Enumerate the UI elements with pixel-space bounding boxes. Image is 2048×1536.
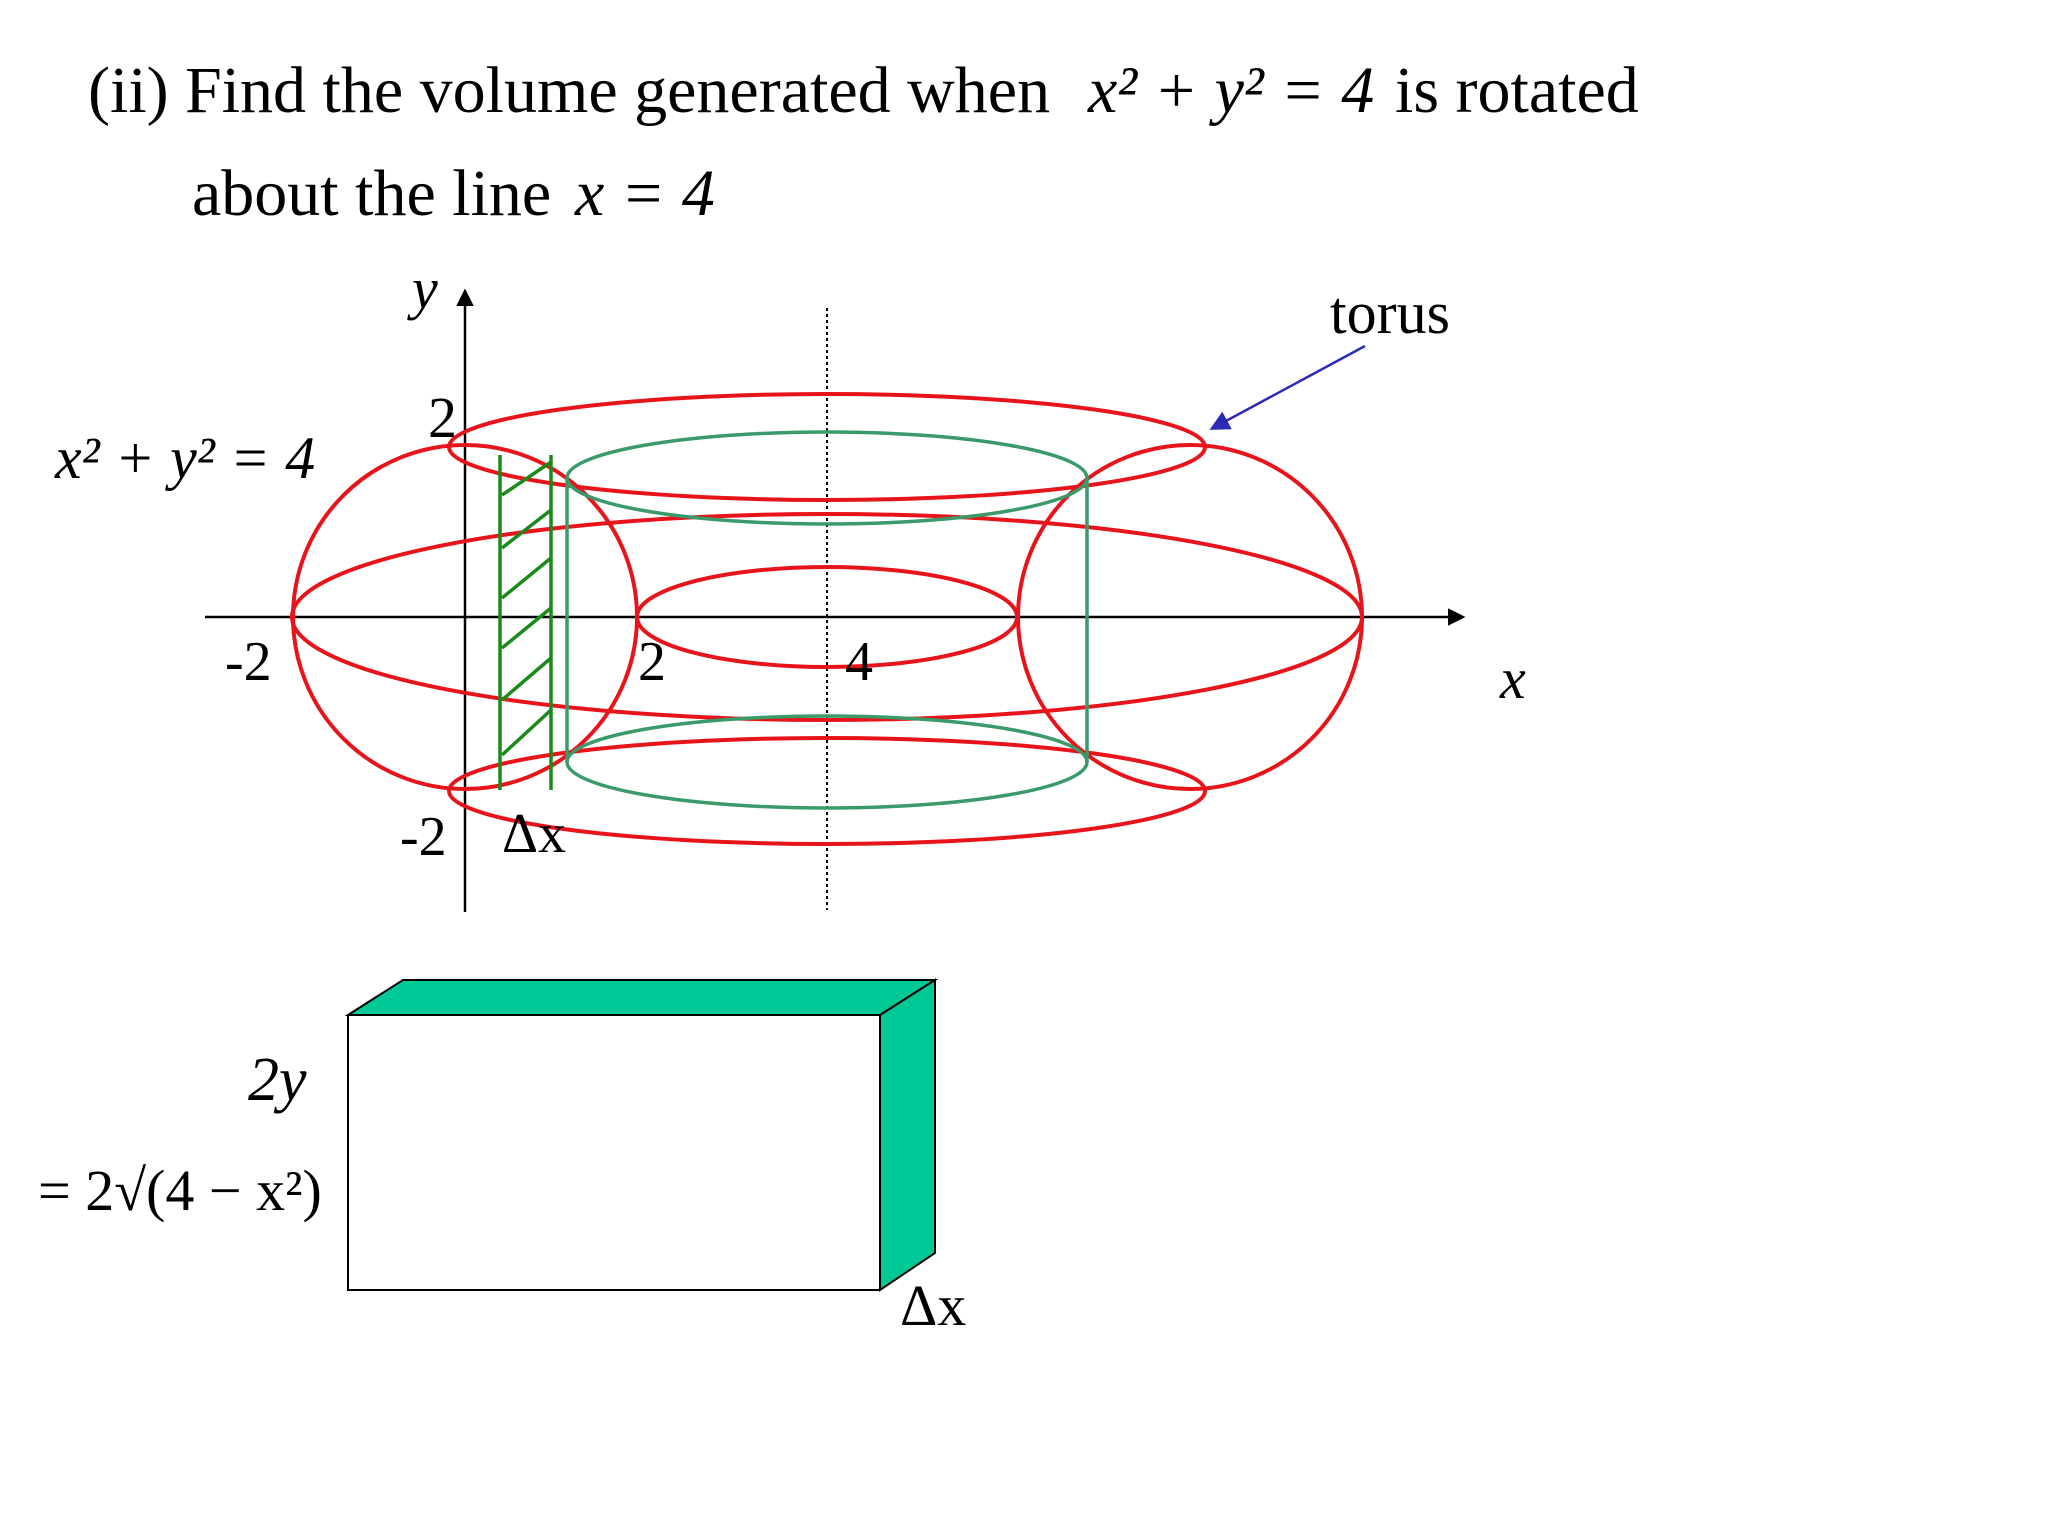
slab-side-face xyxy=(879,978,936,1292)
circle-equation-label: x² + y² = 4 xyxy=(54,425,315,491)
torus-label: torus xyxy=(1330,280,1450,346)
tick-label-x-neg2: -2 xyxy=(225,631,272,693)
strip-width-label: Δx xyxy=(502,803,566,865)
slab-top-face xyxy=(344,979,939,1016)
tick-label-x-4: 4 xyxy=(845,631,873,693)
torus-top-circle xyxy=(447,392,1207,502)
y-axis-label: y xyxy=(407,256,438,321)
torus-bottom-circle xyxy=(447,736,1207,846)
slab-height-formula: = 2√(4 − x²) xyxy=(38,1158,322,1223)
axes xyxy=(205,288,1466,912)
heading-line2-text: about the line xyxy=(192,157,551,230)
part-label: (ii) xyxy=(88,54,169,127)
torus xyxy=(290,392,1364,846)
torus-outer-equator xyxy=(290,512,1364,722)
slab-height-label: 2y xyxy=(248,1046,307,1114)
flattened-shell-slab xyxy=(344,978,939,1292)
heading: (ii) Find the volume generated when x² +… xyxy=(88,54,1639,230)
tick-label-y-neg2: -2 xyxy=(400,806,447,868)
heading-line1-end: is rotated xyxy=(1395,54,1639,127)
slab-front-face xyxy=(347,1014,881,1291)
x-axis-label: x xyxy=(1499,646,1526,711)
tick-label-y-2: 2 xyxy=(428,385,457,450)
heading-line2-equation: x = 4 xyxy=(574,157,715,230)
tick-label-x-2: 2 xyxy=(638,631,666,693)
torus-callout-arrow xyxy=(1209,344,1366,430)
cylindrical-shell xyxy=(565,430,1089,810)
hatched-strip xyxy=(498,455,553,790)
heading-equation: x² + y² = 4 xyxy=(1087,54,1374,127)
torus-inner-hole xyxy=(635,565,1019,669)
heading-line1-text: Find the volume generated when xyxy=(185,54,1050,127)
slab-width-label: Δx xyxy=(900,1273,966,1338)
